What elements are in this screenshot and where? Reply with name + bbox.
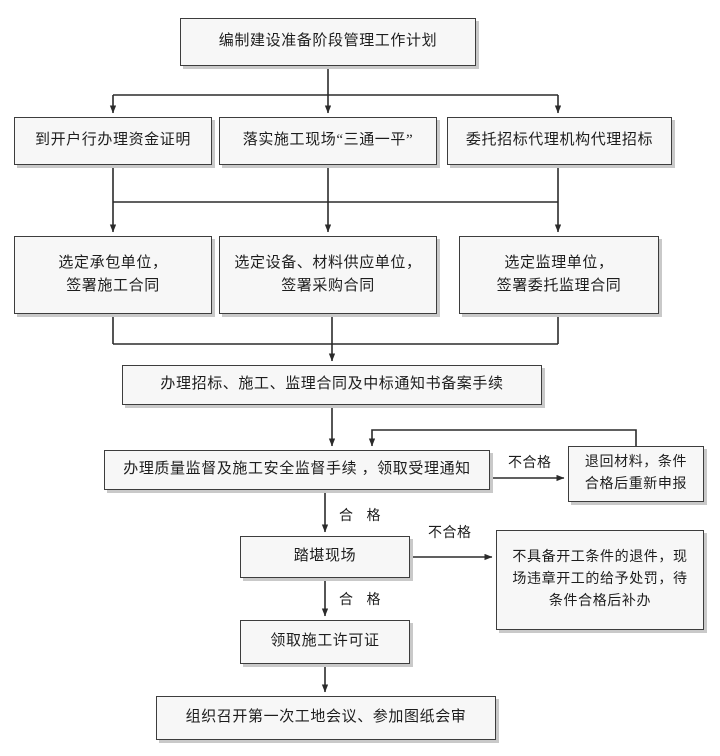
edge-label-unqualified-review: 不合格 <box>508 456 552 471</box>
node-site-preparation[interactable]: 落实施工现场“三通一平” <box>219 117 437 165</box>
node-text-line3: 条件合格后补办 <box>548 593 652 609</box>
node-text-line2: 签署委托监理合同 <box>496 278 622 294</box>
node-contractor-selection[interactable]: 选定承包单位， 签署施工合同 <box>14 236 212 314</box>
node-text-line2: 签署采购合同 <box>281 278 375 294</box>
node-supplier-selection[interactable]: 选定设备、材料供应单位， 签署采购合同 <box>219 236 437 314</box>
node-text: 组织召开第一次工地会议、参加图纸会审 <box>185 709 467 726</box>
node-return-materials[interactable]: 退回材料，条件 合格后重新申报 <box>568 446 704 502</box>
edge-label-unqualified-survey: 不合格 <box>428 526 472 541</box>
node-text-line1: 选定监理单位， <box>504 254 614 271</box>
node-bidding-agency[interactable]: 委托招标代理机构代理招标 <box>447 117 672 165</box>
node-text-line1: 选定承包单位， <box>58 254 168 271</box>
node-text-line2: 签署施工合同 <box>66 278 160 294</box>
node-text-line1: 退回材料，条件 <box>584 455 688 471</box>
node-text: 编制建设准备阶段管理工作计划 <box>218 33 438 50</box>
node-quality-safety-supervision[interactable]: 办理质量监督及施工安全监督手续 ，领取受理通知 <box>104 450 490 490</box>
node-penalty-rework[interactable]: 不具备开工条件的退件，现 场违章开工的给予处罚，待 条件合格后补办 <box>496 530 704 630</box>
node-fund-certificate[interactable]: 到开户行办理资金证明 <box>14 117 212 165</box>
node-contract-filing[interactable]: 办理招标、施工、监理合同及中标通知书备案手续 <box>122 365 542 405</box>
node-text-line2: 合格后重新申报 <box>584 477 688 492</box>
node-text: 办理招标、施工、监理合同及中标通知书备案手续 <box>160 376 504 393</box>
node-text: 委托招标代理机构代理招标 <box>465 132 654 149</box>
node-text: 到开户行办理资金证明 <box>34 132 191 149</box>
edge-label-qualified-survey: 合 格 <box>339 593 386 608</box>
node-text: 办理质量监督及施工安全监督手续 ，领取受理通知 <box>123 461 471 478</box>
node-text-line1: 不具备开工条件的退件，现 <box>512 550 688 566</box>
node-first-site-meeting[interactable]: 组织召开第一次工地会议、参加图纸会审 <box>156 696 496 740</box>
node-site-survey[interactable]: 踏堪现场 <box>240 536 410 578</box>
node-text: 落实施工现场“三通一平” <box>242 132 414 149</box>
node-text-line1: 选定设备、材料供应单位， <box>234 254 422 271</box>
edge-n10-feedback-n9 <box>368 429 637 447</box>
node-text: 踏堪现场 <box>293 548 357 565</box>
node-text-line2: 场违章开工的给予处罚，待 <box>512 572 688 588</box>
node-supervisor-selection[interactable]: 选定监理单位， 签署委托监理合同 <box>459 236 659 314</box>
edge-label-qualified-review: 合 格 <box>339 509 386 524</box>
node-construction-permit[interactable]: 领取施工许可证 <box>240 620 410 664</box>
node-plan[interactable]: 编制建设准备阶段管理工作计划 <box>180 18 476 66</box>
node-text: 领取施工许可证 <box>270 633 380 650</box>
